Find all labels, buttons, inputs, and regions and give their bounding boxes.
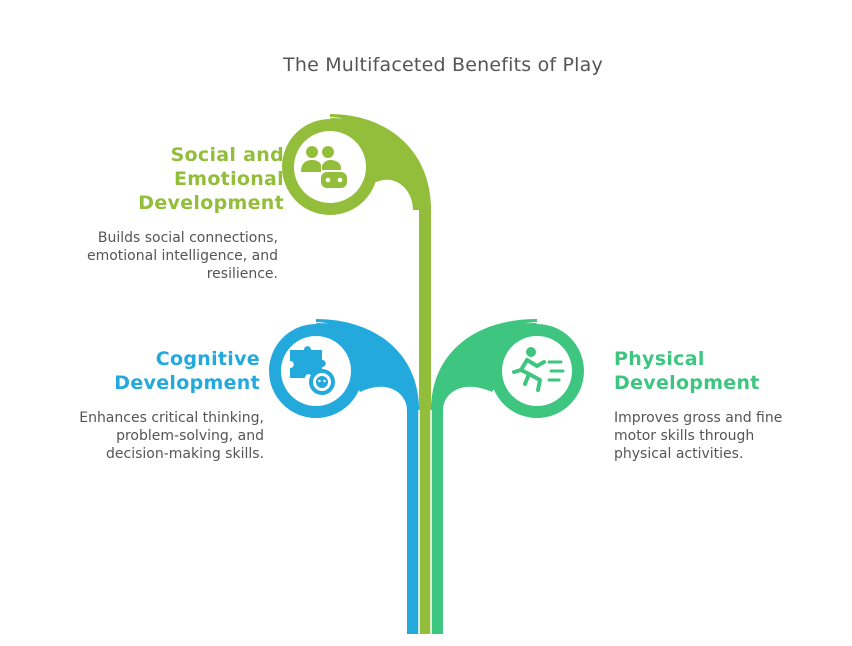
people-gamepad-icon [301, 146, 347, 188]
physical-description: Improves gross and fine motor skills thr… [614, 410, 783, 462]
physical-branch [429, 317, 586, 634]
cognitive-heading: Cognitive Development [114, 348, 260, 394]
puzzle-gear-icon [290, 346, 335, 395]
social-description: Builds social connections, emotional int… [86, 230, 278, 282]
physical-heading: Physical Development [614, 348, 760, 394]
running-person-icon [512, 347, 565, 392]
page-title: The Multifaceted Benefits of Play [283, 54, 603, 76]
cognitive-description: Enhances critical thinking, problem-solv… [79, 410, 264, 462]
social-heading: Social and Emotional Development [138, 144, 284, 214]
